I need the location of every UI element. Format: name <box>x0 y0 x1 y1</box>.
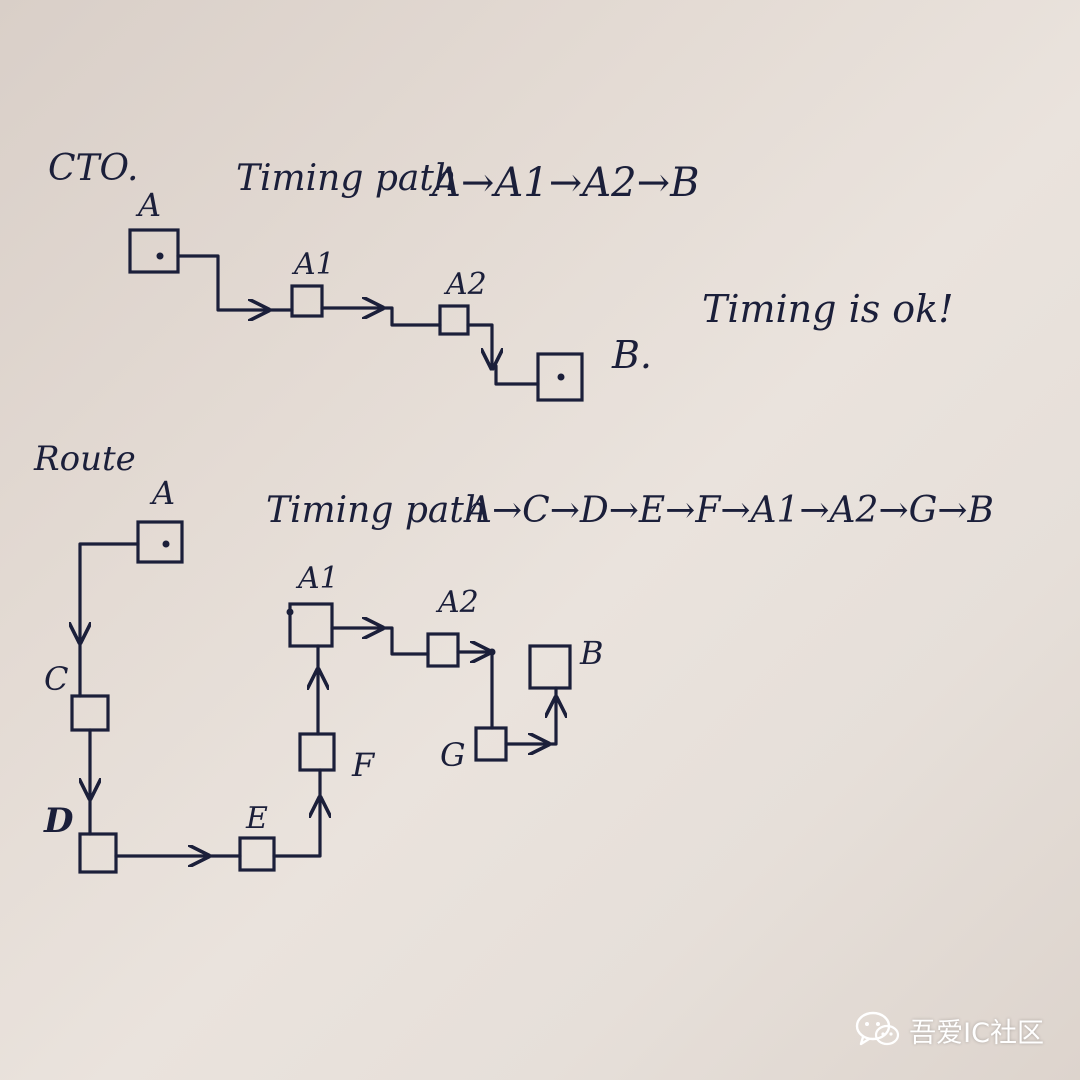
route-label-f: F <box>351 746 376 784</box>
cto-wire-a2-b <box>494 364 540 386</box>
route-pin-a <box>162 540 170 548</box>
cto-timing-label: Timing path <box>236 158 457 199</box>
cto-wire-a-a1 <box>176 254 266 310</box>
route-label-d: D <box>43 801 74 841</box>
cto-wire-a2-down <box>466 323 492 366</box>
cto-cell-a1 <box>290 284 324 318</box>
route-label-a2: A2 <box>435 585 479 620</box>
route-cell-d <box>78 832 118 874</box>
cto-label-a1: A1 <box>291 247 335 282</box>
route-pin-a1 <box>286 608 294 616</box>
route-cell-c <box>70 694 110 732</box>
route-cell-a2 <box>426 632 460 668</box>
cto-label-a2: A2 <box>443 267 487 302</box>
route-wire-a1-a2 <box>378 626 430 656</box>
cto-cell-a2 <box>438 304 470 336</box>
cto-pin-a <box>156 252 164 260</box>
route-flop-a <box>136 520 184 564</box>
route-wire-a-c <box>80 542 140 640</box>
route-timing-label: Timing path <box>266 490 487 531</box>
route-heading: Route <box>33 439 136 479</box>
cto-label-b: B. <box>611 333 652 377</box>
cto-label-a: A <box>135 186 161 224</box>
cto-flop-a <box>128 228 180 274</box>
route-cell-g <box>474 726 508 762</box>
route-wire-e-f <box>272 800 320 858</box>
watermark: 吾爱IC社区 <box>855 1010 1044 1050</box>
wechat-icon <box>855 1011 900 1046</box>
route-cell-e <box>238 836 276 872</box>
route-timing-sequence: A→C→D→E→F→A1→A2→G→B <box>463 490 994 531</box>
route-label-e: E <box>245 801 268 836</box>
route-label-c: C <box>44 660 68 698</box>
route-flop-b <box>528 644 572 690</box>
route-label-g: G <box>440 736 466 774</box>
cto-section: CTO. Timing path A→A1→A2→B Timing is ok!… <box>48 148 953 402</box>
route-section: Route Timing path A→C→D→E→F→A1→A2→G→B A … <box>33 439 994 874</box>
watermark-text: 吾爱IC社区 <box>909 1017 1044 1049</box>
route-label-b: B <box>579 634 604 672</box>
route-wire-g-b <box>550 700 556 746</box>
cto-pin-b <box>557 373 565 381</box>
cto-timing-sequence: A→A1→A2→B <box>428 160 700 206</box>
cto-flop-b <box>536 352 584 402</box>
route-cell-a1 <box>288 602 334 648</box>
route-label-a1: A1 <box>295 561 339 596</box>
cto-heading: CTO. <box>48 148 138 189</box>
route-cell-f <box>298 732 336 772</box>
cto-status-text: Timing is ok! <box>702 287 953 331</box>
route-label-a: A <box>149 474 175 512</box>
cto-wire-a1-a2 <box>378 306 442 327</box>
